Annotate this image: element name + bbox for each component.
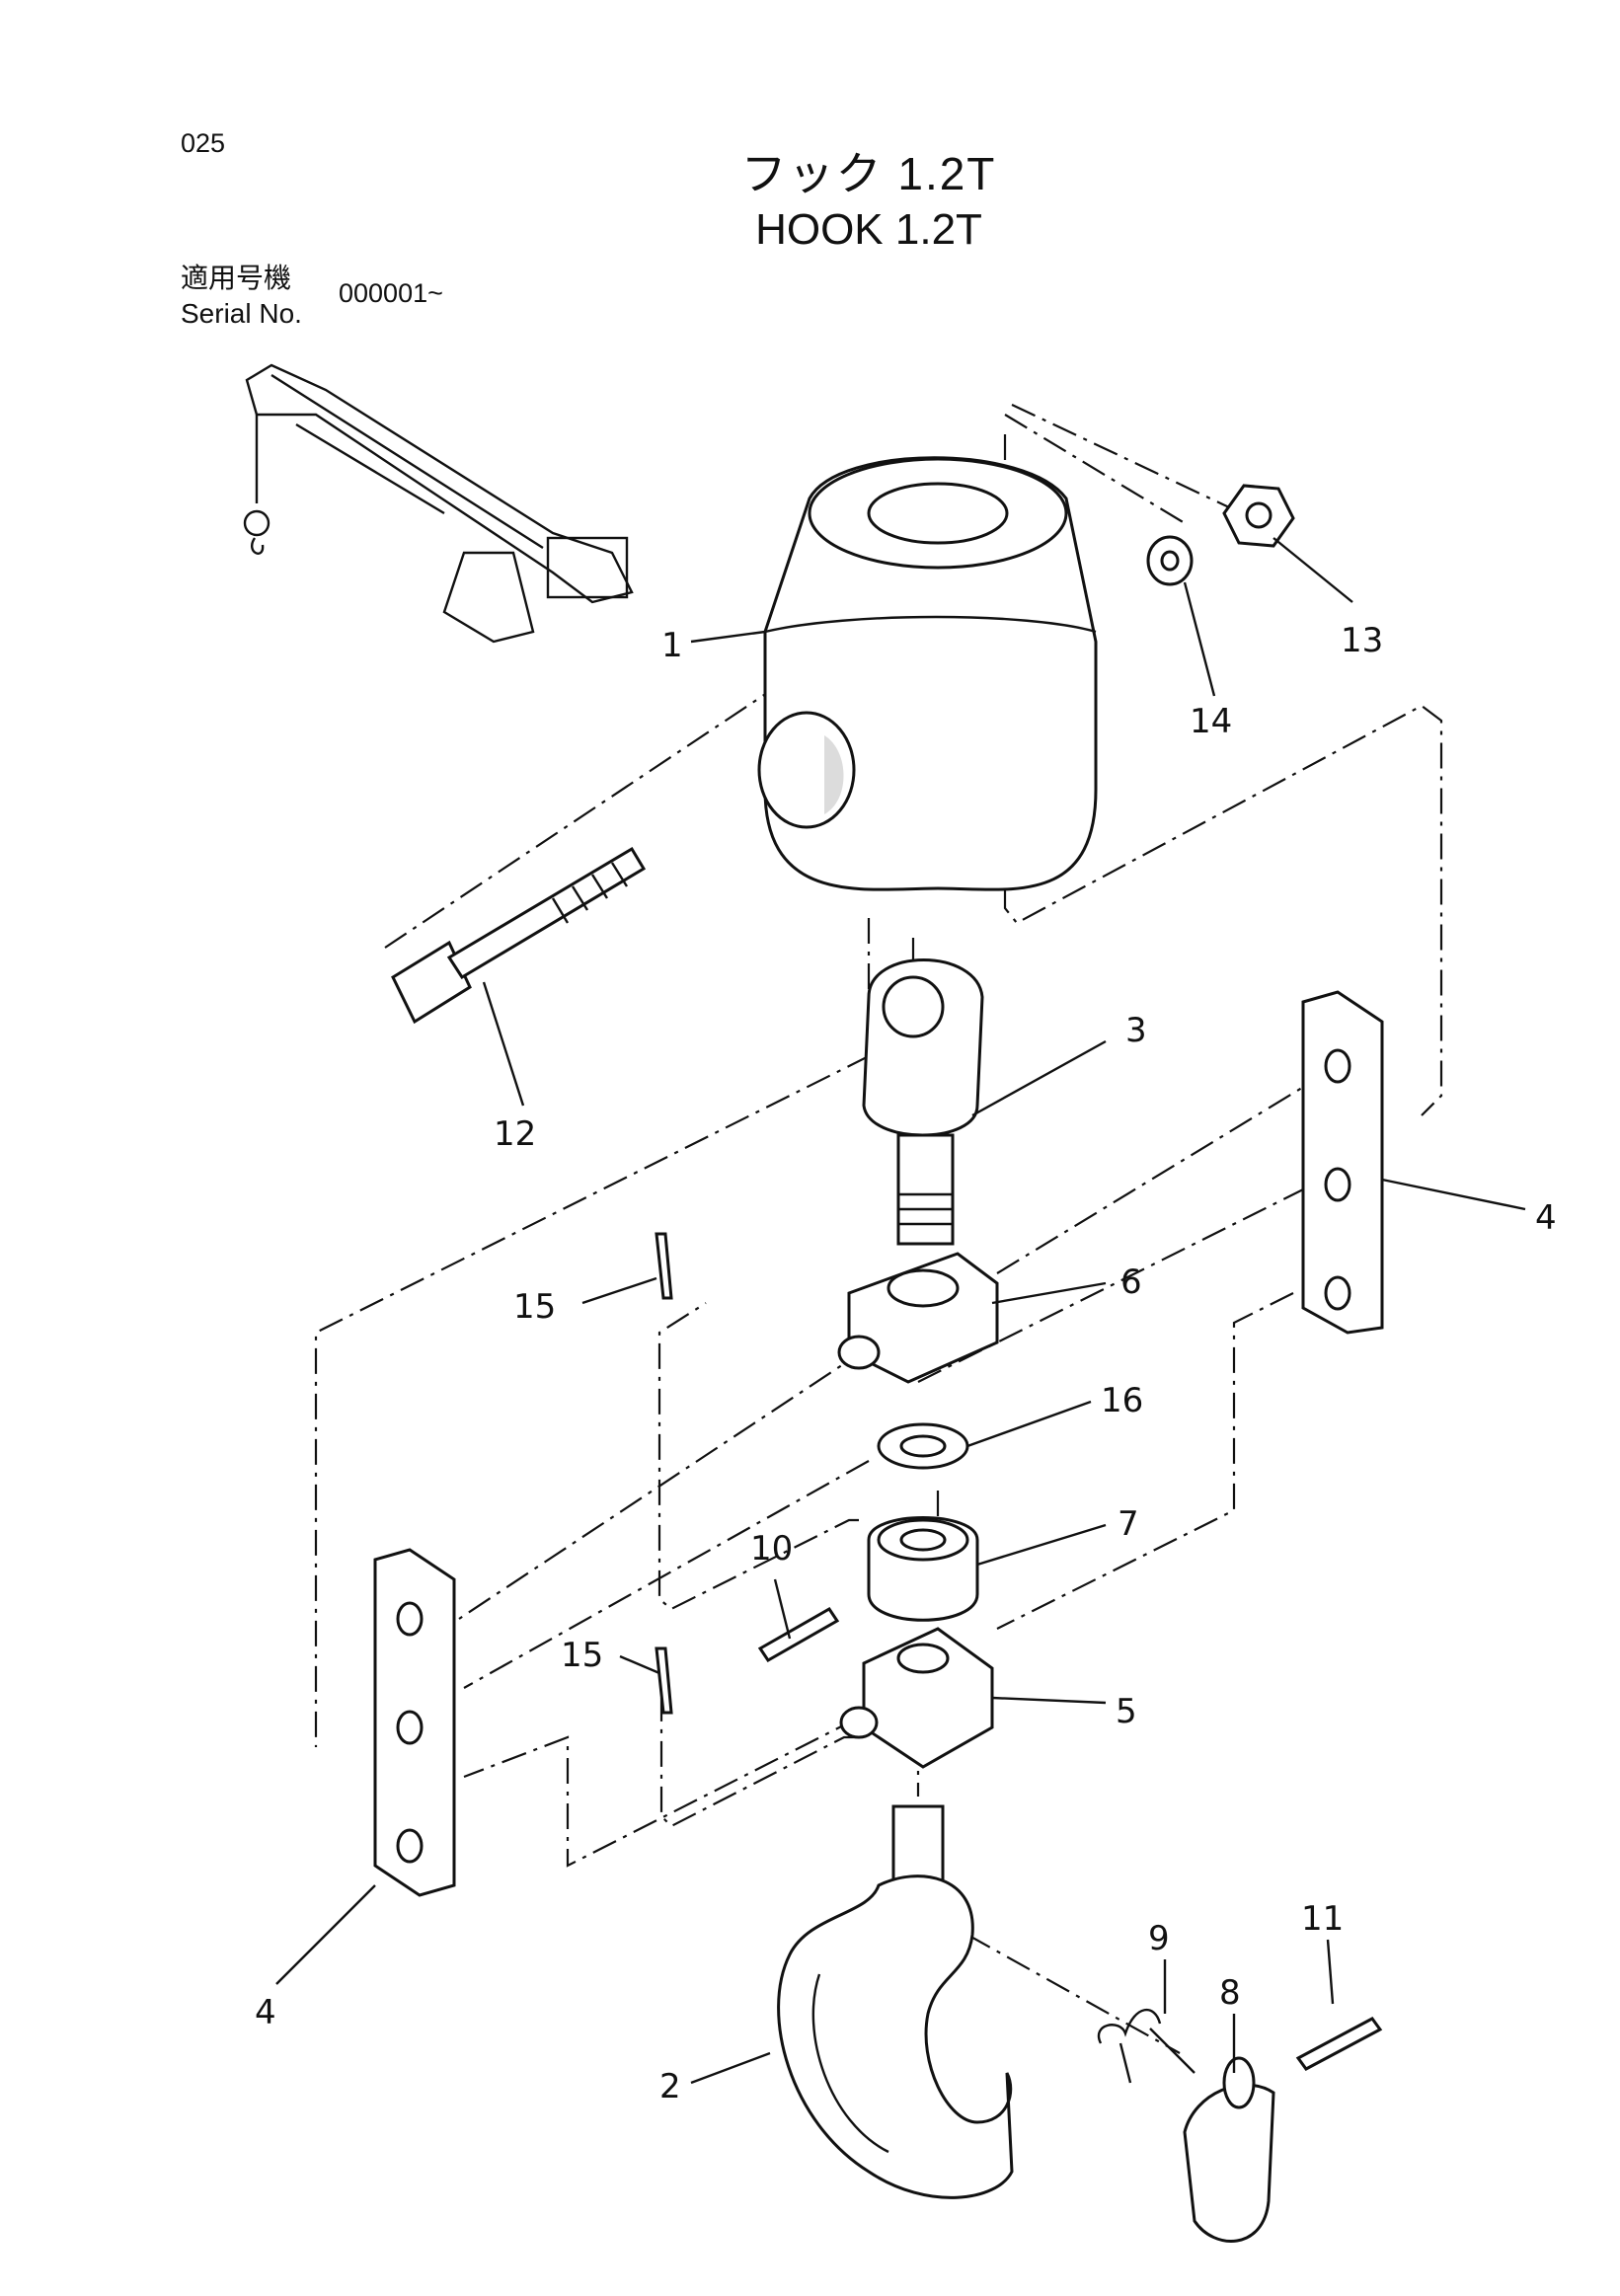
callout-6: 6 xyxy=(1120,1263,1142,1302)
part-pins xyxy=(655,1232,840,1715)
callouts: 1 2 3 4 4 5 6 7 8 9 10 11 12 13 14 15 15 xyxy=(255,537,1557,2106)
part-latch-assembly xyxy=(1097,2008,1383,2243)
part-swivel-shank xyxy=(862,958,984,1246)
callout-8: 8 xyxy=(1219,1973,1241,2013)
callout-14: 14 xyxy=(1190,702,1232,741)
callout-3: 3 xyxy=(1125,1011,1147,1050)
crane-thumbnail xyxy=(243,363,634,644)
part-side-plates xyxy=(373,990,1384,1897)
title-japanese: フック 1.2T xyxy=(740,148,997,199)
callout-9: 9 xyxy=(1148,1919,1170,1958)
title-english: HOOK 1.2T xyxy=(755,205,982,254)
part-nut-and-washer xyxy=(1146,484,1295,586)
callout-1: 1 xyxy=(661,626,683,665)
page-title: フック 1.2T HOOK 1.2T xyxy=(592,146,1145,259)
part-hook-block xyxy=(757,456,1098,891)
serial-number: 000001~ xyxy=(339,278,443,308)
callout-5: 5 xyxy=(1116,1692,1137,1731)
callout-4-right: 4 xyxy=(1535,1198,1557,1238)
callout-2: 2 xyxy=(659,2067,681,2106)
part-bearing-and-nut xyxy=(867,1422,979,1622)
part-upper-block xyxy=(837,1252,999,1384)
callout-7: 7 xyxy=(1118,1504,1139,1544)
callout-16: 16 xyxy=(1101,1381,1143,1420)
callout-4-left: 4 xyxy=(255,1993,276,2032)
callout-10: 10 xyxy=(750,1529,793,1569)
callout-15-lower: 15 xyxy=(561,1636,603,1675)
callout-12: 12 xyxy=(494,1114,536,1154)
serial-label-jp: 適用号機 xyxy=(181,263,292,293)
part-bolt xyxy=(391,846,647,1025)
part-hook xyxy=(777,1804,1014,2199)
serial-label: 適用号機 Serial No. xyxy=(181,261,302,332)
callout-15-upper: 15 xyxy=(513,1287,556,1327)
part-lower-block xyxy=(839,1627,994,1769)
callout-13: 13 xyxy=(1341,621,1383,660)
serial-label-en: Serial No. xyxy=(181,298,302,329)
callout-11: 11 xyxy=(1301,1899,1344,1939)
page-number: 025 xyxy=(181,128,226,158)
